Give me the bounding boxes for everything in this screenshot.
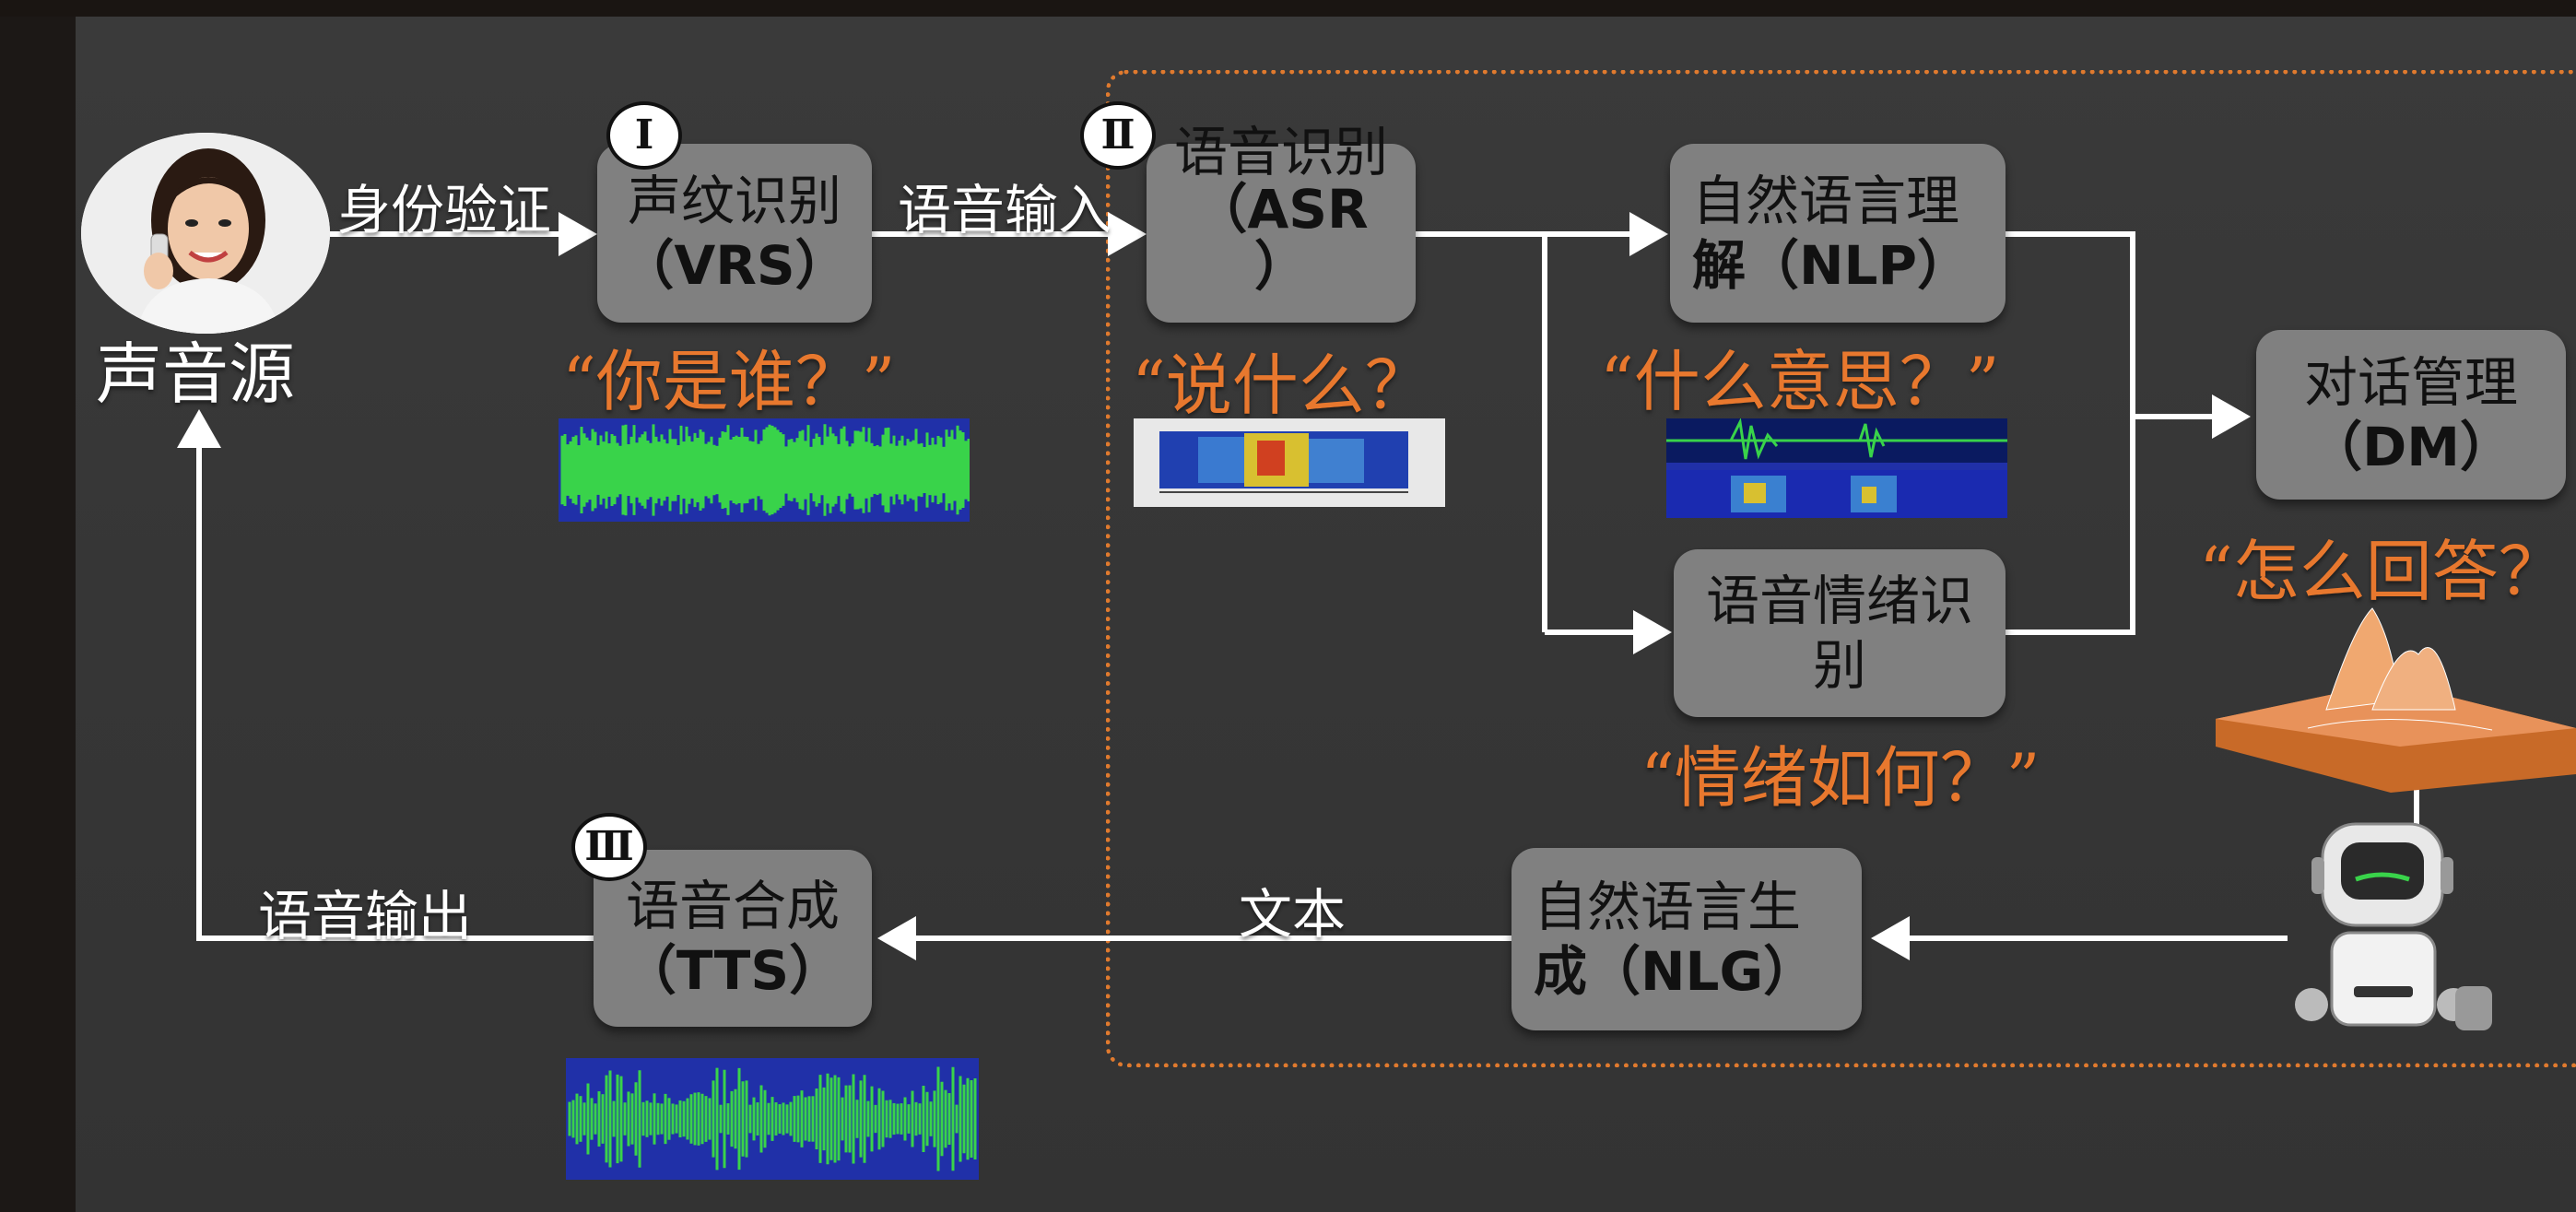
edge-label-text: 文本 <box>1239 883 1347 946</box>
stage-badge-3: Ⅲ <box>571 813 647 881</box>
waveform-tts-graphic <box>568 1066 977 1171</box>
edge-label-identity: 身份验证 <box>337 179 552 241</box>
question-emotion: “情绪如何？” <box>1641 739 2041 817</box>
nlp-box: 自然语言理 解（NLP） <box>1670 144 2006 323</box>
tts-box: 语音合成 （TTS） <box>594 850 872 1027</box>
emotion-box: 语音情绪识 别 <box>1674 549 2006 717</box>
dialog-system-boundary <box>1106 70 2576 1067</box>
question-who: “你是谁？” <box>562 343 896 420</box>
nlp-abbr: 解（NLP） <box>1692 234 1971 297</box>
vrs-box: 声纹识别 （VRS） <box>597 144 872 323</box>
edge-label-speech-in: 语音输入 <box>898 179 1112 241</box>
nlg-abbr: 成（NLG） <box>1534 940 1817 1003</box>
waveform-vrs-graphic <box>560 424 970 516</box>
waveform-image-vrs <box>559 418 970 522</box>
top-strip <box>0 0 2576 17</box>
nlp-title: 自然语言理 <box>1692 170 1960 232</box>
waveform-image-tts <box>566 1058 979 1180</box>
vrs-abbr: （VRS） <box>620 234 849 297</box>
tts-abbr: （TTS） <box>622 939 843 1002</box>
emotion-title: 语音情绪识 <box>1705 570 1973 632</box>
stage-badge-2: Ⅱ <box>1080 101 1156 170</box>
asr-close-paren: ） <box>1253 235 1308 298</box>
nlg-box: 自然语言生 成（NLG） <box>1511 848 1862 1030</box>
arrow-nlp-out <box>2006 231 2135 635</box>
question-answer: “怎么回答？ <box>2199 533 2565 610</box>
question-what: “说什么？ <box>1132 347 1431 424</box>
emotion-title-2: 别 <box>1812 634 1866 697</box>
arrow-tts-to-source <box>177 409 594 941</box>
surface-plot-image <box>2216 607 2576 793</box>
nlg-title: 自然语言生 <box>1534 876 1802 938</box>
robot-image <box>2295 822 2492 1030</box>
spectrogram-image-asr <box>1134 418 1445 507</box>
question-meaning: “什么意思？” <box>1600 343 2000 420</box>
edge-label-speech-out: 语音输出 <box>258 885 473 947</box>
dm-abbr: （DM） <box>2309 416 2513 478</box>
spectrogram-graphic <box>1159 431 1408 493</box>
stage-badge-1: Ⅰ <box>606 101 682 170</box>
dm-title: 对话管理 <box>2303 351 2518 414</box>
vrs-title: 声纹识别 <box>627 170 841 232</box>
asr-title: 语音识别 <box>1173 121 1388 183</box>
source-label: 声音源 <box>96 335 296 413</box>
dm-box: 对话管理 （DM） <box>2256 330 2566 500</box>
asr-box: 语音识别 （ASR ） <box>1147 124 1416 323</box>
waveform-spectrogram-nlp <box>1666 418 2007 518</box>
nlp-wave-graphic <box>1666 418 2007 518</box>
asr-abbr: （ASR <box>1194 178 1369 241</box>
tts-title: 语音合成 <box>625 875 840 937</box>
caller-avatar <box>81 133 330 334</box>
